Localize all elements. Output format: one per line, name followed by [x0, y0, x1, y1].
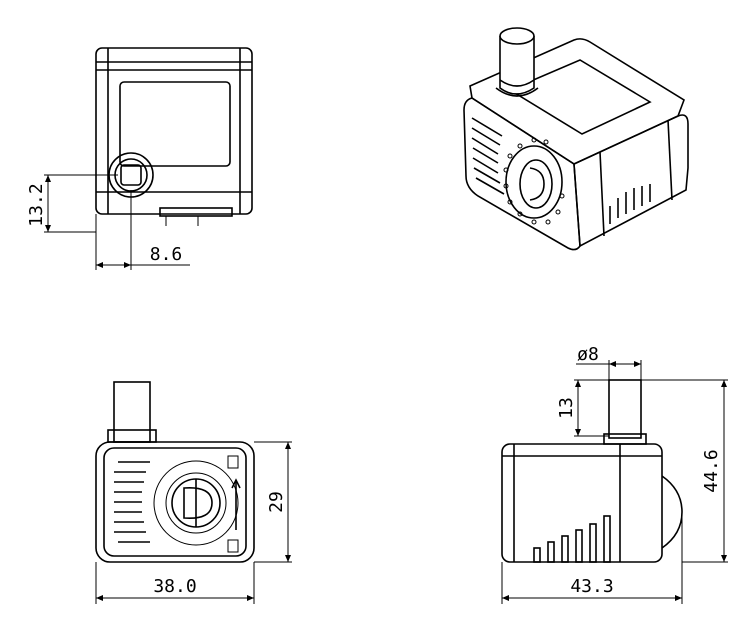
front-view: 13.2 8.6	[26, 47, 253, 270]
dim-43-3: 43.3	[570, 576, 613, 597]
dim-13-2: 13.2	[26, 183, 47, 226]
front-elevation: 29 38.0	[95, 381, 292, 604]
side-elevation: ø8 13 44.6 43.3	[501, 344, 728, 604]
dim-8-6: 8.6	[150, 244, 183, 265]
dim-38-0: 38.0	[153, 576, 196, 597]
dim-diameter-8: ø8	[577, 344, 599, 365]
dim-44-6: 44.6	[701, 449, 722, 492]
dim-29: 29	[266, 491, 287, 513]
isometric-view	[463, 27, 689, 251]
dim-13: 13	[556, 397, 577, 419]
